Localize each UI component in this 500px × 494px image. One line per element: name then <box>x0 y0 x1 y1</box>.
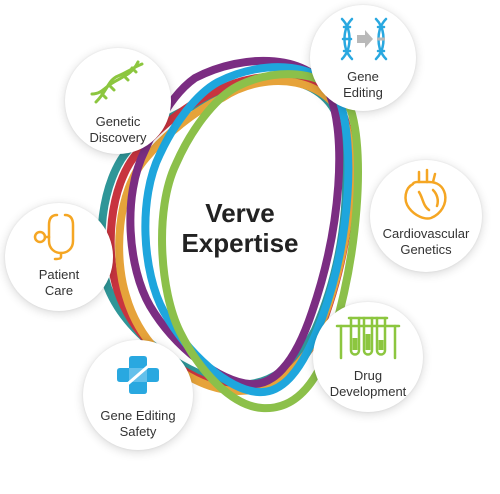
ring-green <box>158 70 362 413</box>
safety-cross-icon <box>83 352 193 398</box>
test-tubes-icon <box>313 312 423 362</box>
node-patient-care-label: Patient Care <box>38 267 80 298</box>
center-title-line1: Verve <box>205 198 275 228</box>
dna-edit-icon <box>310 15 416 63</box>
node-cardiovascular-genetics-label: Cardiovascular Genetics <box>382 226 470 257</box>
center-title: Verve Expertise <box>160 198 320 258</box>
center-title-line2: Expertise <box>181 228 299 258</box>
node-genetic-discovery[interactable]: Genetic Discovery <box>65 48 171 154</box>
node-gene-editing-safety-label: Gene Editing Safety <box>100 408 176 439</box>
stethoscope-icon <box>5 211 113 263</box>
heart-icon <box>370 168 482 222</box>
node-drug-development[interactable]: Drug Development <box>313 302 423 412</box>
node-drug-development-label: Drug Development <box>329 368 407 399</box>
node-cardiovascular-genetics[interactable]: Cardiovascular Genetics <box>370 160 482 272</box>
node-patient-care[interactable]: Patient Care <box>5 203 113 311</box>
node-gene-editing-label: Gene Editing <box>343 69 383 100</box>
node-genetic-discovery-label: Genetic Discovery <box>89 114 147 145</box>
node-gene-editing[interactable]: Gene Editing <box>310 5 416 111</box>
dna-helix-icon <box>65 60 171 106</box>
node-gene-editing-safety[interactable]: Gene Editing Safety <box>83 340 193 450</box>
